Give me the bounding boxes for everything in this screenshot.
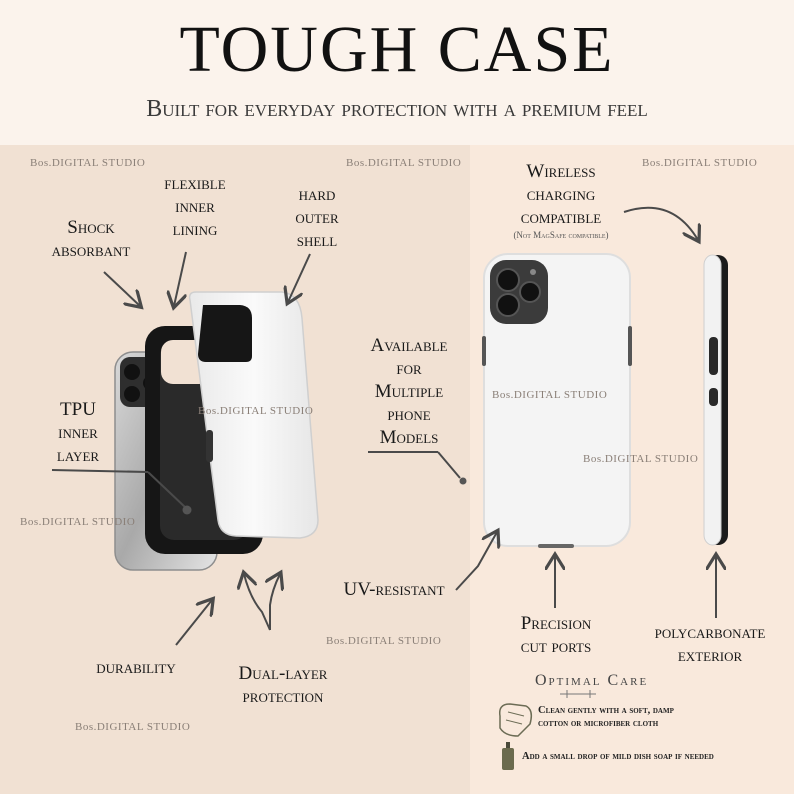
care-instruction-cloth: Clean gently with a soft, damp cotton or… [538,705,674,729]
label-uv-resistant: UV-resistant [343,579,445,600]
tpu-marker-dot [182,505,192,515]
left-arrows [51,251,311,646]
label-hard-outer-shell: hard outer shell [295,184,339,251]
soap-bottle-icon [502,742,514,770]
label-magsafe-note: (Not MagSafe compatible) [513,230,609,240]
care-instruction-soap: Add a small drop of mild dish soap if ne… [522,751,714,762]
case-white-hard [188,291,319,539]
label-polycarbonate-exterior: polycarbonate exterior [654,622,766,666]
label-available-models: Available for Multiple phone Models [370,335,448,448]
page-title: TOUGH CASE [179,13,615,86]
watermark-8: Bos.DIGITAL STUDIO [326,635,442,647]
label-tpu-inner-layer: TPU inner layer [56,399,100,466]
watermark-6: Bos.DIGITAL STUDIO [583,453,699,465]
watermark-2: Bos.DIGITAL STUDIO [346,157,462,169]
watermark-5: Bos.DIGITAL STUDIO [492,389,608,401]
label-wireless-charging: Wireless charging compatible [520,161,602,228]
watermark-1: Bos.DIGITAL STUDIO [30,157,146,169]
header-band [0,0,794,145]
watermark-3: Bos.DIGITAL STUDIO [642,157,758,169]
right-arrows [368,206,716,618]
label-durability: durability [96,657,176,678]
watermark-9: Bos.DIGITAL STUDIO [75,721,191,733]
care-title: Optimal Care [535,672,649,689]
page-subtitle: Built for everyday protection with a pre… [146,96,648,122]
label-shock-absorbant: Shock absorbant [51,217,131,261]
case-front-white [482,253,632,548]
watermark-7: Bos.DIGITAL STUDIO [20,516,136,528]
label-precision-cut-ports: Precision cut ports [520,613,592,657]
available-marker-dot [459,477,467,485]
label-dual-layer-protection: Dual-layer protection [238,663,328,707]
label-flexible-inner-lining: flexible inner lining [164,173,226,240]
watermark-4: Bos.DIGITAL STUDIO [198,405,314,417]
case-side-view [703,254,728,546]
cloth-icon [498,703,533,737]
care-divider [560,690,596,698]
